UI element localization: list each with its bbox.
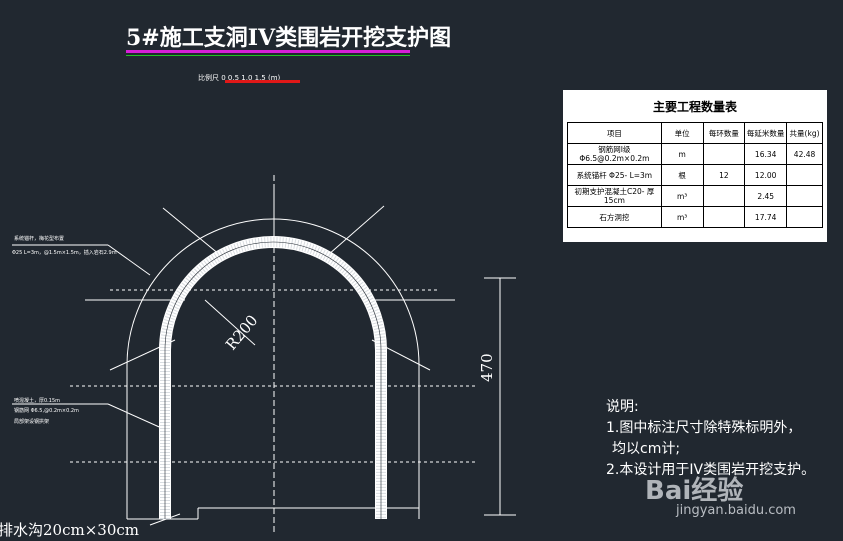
notes-line: 均以cm计; <box>612 441 681 457</box>
leader-lining-text-2: 钢筋网 Φ6.5,@0.2m×0.2m <box>14 408 79 414</box>
drain-label: 排水沟20cm×30cm <box>0 521 139 539</box>
leader-bolt-text-1: 系统锚杆，梅花型布置 <box>14 236 65 242</box>
scale-bar <box>225 80 300 83</box>
table-cell: 12 <box>702 164 746 186</box>
leader-lining-text-1: 喷混凝土，厚0.15m <box>14 398 61 404</box>
table-cell: 根 <box>660 164 704 186</box>
bolt-line <box>162 207 221 256</box>
shotcrete-lining <box>159 236 387 519</box>
table-cell: 17.74 <box>744 206 788 228</box>
table-row: 石方洞挖 m³ 17.74 <box>567 206 823 228</box>
table-cell: 42.48 <box>786 143 823 165</box>
table-row: 初期支护混凝土C20- 厚15cm m³ 2.45 <box>567 185 823 207</box>
notes-line: 1.图中标注尺寸除特殊标明外， <box>606 420 802 436</box>
table-header-row: 项目 单位 每环数量 每延米数量 共量(kg) <box>567 122 823 144</box>
leader-line <box>107 403 167 431</box>
drawing-title: 5#施工支洞IV类围岩开挖支护图 <box>126 25 452 51</box>
watermark-url: jingyan.baidu.com <box>676 503 796 518</box>
table-cell <box>786 164 823 186</box>
notes-block: 说明: 1.图中标注尺寸除特殊标明外， 均以cm计; 2.本设计用于IV类围岩开… <box>606 397 815 481</box>
col-header: 项目 <box>567 122 662 144</box>
table-cell: m³ <box>660 185 704 207</box>
table-cell <box>786 206 823 228</box>
table-cell: 16.34 <box>744 143 788 165</box>
radius-line <box>204 299 256 346</box>
table-row: 钢筋网Ⅰ级 Φ6.5@0.2m×0.2m m 16.34 42.48 <box>567 143 823 165</box>
table-cell: 2.45 <box>744 185 788 207</box>
table-cell: 12.00 <box>744 164 788 186</box>
table-cell <box>786 185 823 207</box>
notes-heading: 说明: <box>606 399 639 415</box>
table-cell <box>702 185 746 207</box>
col-header: 共量(kg) <box>786 122 823 144</box>
col-header: 每环数量 <box>702 122 746 144</box>
col-header: 单位 <box>660 122 704 144</box>
title-underline-magenta <box>126 50 410 53</box>
table-cell: m <box>660 143 704 165</box>
table-cell: m³ <box>660 206 704 228</box>
table-cell <box>702 143 746 165</box>
table-cell: 系统锚杆 Φ25- L=3m <box>567 164 662 186</box>
table-row: 系统锚杆 Φ25- L=3m 根 12 12.00 <box>567 164 823 186</box>
table-cell: 钢筋网Ⅰ级 Φ6.5@0.2m×0.2m <box>567 143 662 165</box>
bolt-line <box>327 205 385 256</box>
outer-support-outline <box>126 218 420 519</box>
baidu-watermark-logo: Bai经验 <box>645 476 744 506</box>
scale-label: 比例尺 0 0.5 1.0 1.5 (m) <box>198 74 281 82</box>
title-underline-green <box>126 55 410 56</box>
table-cell: 石方洞挖 <box>567 206 662 228</box>
table-cell <box>702 206 746 228</box>
leader-lining-text-3: 局部架设钢拱架 <box>14 419 50 425</box>
height-dimension-label: 470 <box>478 353 496 382</box>
leader-bolt-text-2: Φ25 L=3m，@1.5m×1.5m，插入岩石2.9m <box>12 250 117 256</box>
quantity-table: 项目 单位 每环数量 每延米数量 共量(kg) 钢筋网Ⅰ级 Φ6.5@0.2m×… <box>567 122 823 228</box>
notes-line: 2.本设计用于IV类围岩开挖支护。 <box>606 462 816 478</box>
leader-line <box>107 244 151 276</box>
table-cell: 初期支护混凝土C20- 厚15cm <box>567 185 662 207</box>
col-header: 每延米数量 <box>744 122 788 144</box>
quantity-table-panel: 主要工程数量表 项目 单位 每环数量 每延米数量 共量(kg) 钢筋网Ⅰ级 Φ6… <box>563 90 827 242</box>
quantity-table-title: 主要工程数量表 <box>652 100 737 114</box>
